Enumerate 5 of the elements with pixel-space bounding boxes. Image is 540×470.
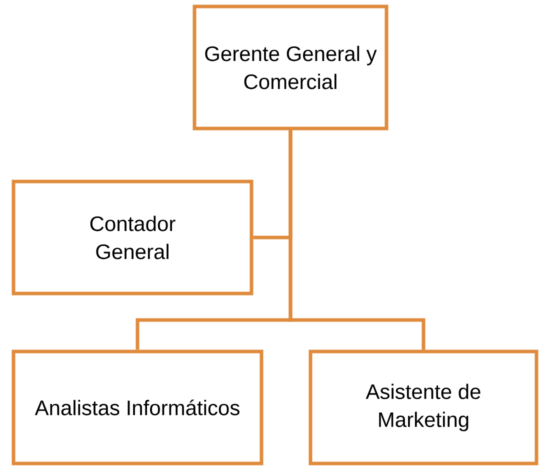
org-box: Analistas Informáticos [12,350,264,466]
org-box: Asistente de Marketing [308,350,538,466]
org-box: Gerente General y Comercial [192,4,388,130]
connector-line [288,130,426,350]
org-box: Contador General [12,180,254,296]
